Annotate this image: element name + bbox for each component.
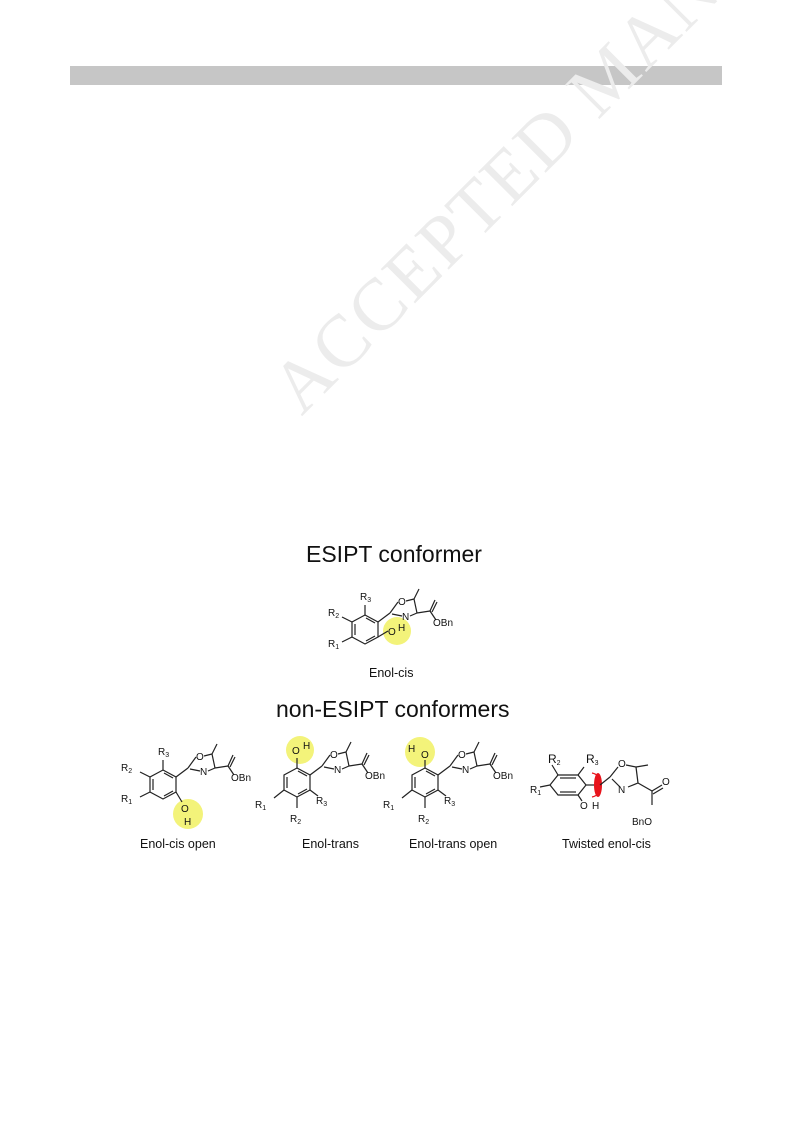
obn-label: OBn [433,618,453,629]
n-label: N [462,765,469,776]
enol-trans-open-structure: H O R1 R2 R3 O N OBn [383,737,513,826]
r3-label: R3 [586,752,599,767]
enol-cis-open-structure: R3 R2 R1 O N OBn O H [121,743,251,829]
oh-h-label: H [592,801,599,812]
oh-o-label: O [181,804,189,815]
caption-enol-cis-open: Enol-cis open [140,837,216,851]
r1-label: R1 [530,785,541,797]
twisted-enol-cis-structure: R2 R3 R1 O H O N BnO O [530,752,670,828]
r2-label: R2 [328,608,339,620]
caption-enol-cis: Enol-cis [369,666,414,680]
o-label: O [618,759,626,770]
r1-label: R1 [255,800,266,812]
caption-enol-trans-open: Enol-trans open [409,837,498,851]
n-label: N [402,612,409,623]
carbonyl-o-label: O [662,777,670,788]
oh-highlight [405,737,435,767]
n-label: N [334,765,341,776]
enol-cis-structure: R3 R2 R1 O N OBn O H [328,588,453,651]
oh-h-label: H [398,623,405,634]
twist-arrow [591,772,602,798]
r1-label: R1 [328,639,339,651]
obn-label: OBn [365,771,385,782]
r2-label: R2 [418,814,429,826]
r2-label: R2 [290,814,301,826]
r3-label: R3 [444,796,455,808]
o-label: O [458,750,466,761]
oh-highlight [173,799,203,829]
obn-label: OBn [231,773,251,784]
r3-label: R3 [158,747,169,759]
bno-label: BnO [632,817,652,828]
r3-label: R3 [360,592,371,604]
o-label: O [398,597,406,608]
oh-h-label: H [303,741,310,752]
oh-h-label: H [408,744,415,755]
r3-label: R3 [316,796,327,808]
running-header-bar [70,66,722,85]
r2-label: R2 [121,763,132,775]
o-label: O [196,752,204,763]
n-label: N [618,785,625,796]
oh-highlight [286,736,314,764]
hbond-highlight [383,617,411,645]
caption-twisted-enol-cis: Twisted enol-cis [562,837,651,851]
r1-label: R1 [383,800,394,812]
o-label: O [330,750,338,761]
oh-o-label: O [292,746,300,757]
obn-label: OBn [493,771,513,782]
oh-o-label: O [421,750,429,761]
caption-enol-trans: Enol-trans [302,837,359,851]
r2-label: R2 [548,752,561,767]
oh-o-label: O [580,801,588,812]
enol-trans-structure: O H R1 R2 R3 O N OBn [255,736,385,826]
oh-h-label: H [184,817,191,828]
r1-label: R1 [121,794,132,806]
n-label: N [200,767,207,778]
oh-o-label: O [388,627,396,638]
esipt-heading: ESIPT conformer [306,541,482,567]
non-esipt-heading: non-ESIPT conformers [276,696,510,722]
